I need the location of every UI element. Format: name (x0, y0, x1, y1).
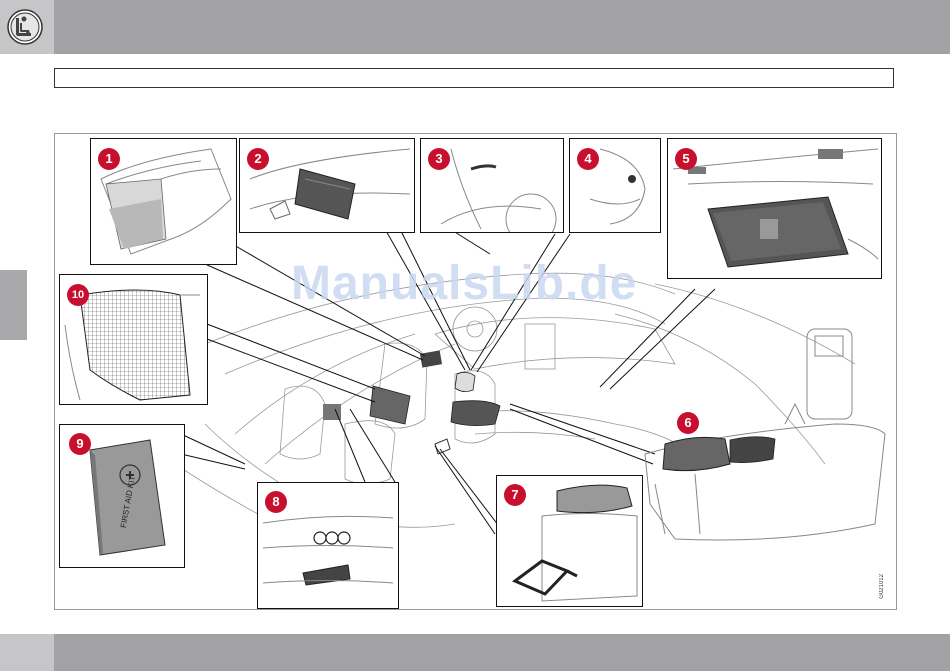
callout-8: 8 (265, 491, 287, 513)
chapter-icon-area (0, 0, 54, 54)
callout-2: 2 (247, 148, 269, 170)
inset-9-first-aid-kit: FIRST AID KIT 9 (59, 424, 185, 568)
callout-9: 9 (69, 433, 91, 455)
watermark-text: ManualsLib.de (291, 256, 637, 311)
callout-4: 4 (577, 148, 599, 170)
inset-10-net-pocket: 10 (59, 274, 208, 405)
inset-4-bag-hook: 4 (569, 138, 661, 233)
top-bar (0, 0, 950, 54)
inset-5-glovebox: 5 (667, 138, 882, 279)
figure-code: G021012 (879, 574, 885, 599)
footer-left-block (0, 634, 54, 671)
callout-5: 5 (675, 148, 697, 170)
callout-10: 10 (67, 284, 89, 306)
callout-7: 7 (504, 484, 526, 506)
inset-7-armrest-storage: 7 (496, 475, 643, 607)
interior-storage-figure: ManualsLib.de 1 2 3 (54, 133, 897, 610)
center-console-drawing (635, 324, 895, 554)
inset-1-door-pocket: 1 (90, 138, 237, 265)
callout-3: 3 (428, 148, 450, 170)
chapter-side-tab[interactable] (0, 270, 27, 340)
inset-8-cup-holders: 8 (257, 482, 399, 609)
section-title-box (54, 68, 894, 88)
inset-3-ticket-holder: 3 (420, 138, 564, 233)
bottom-bar (54, 634, 950, 671)
seat-person-icon (7, 9, 43, 45)
callout-1: 1 (98, 148, 120, 170)
callout-6: 6 (677, 412, 699, 434)
inset-2-seat-pocket: 2 (239, 138, 415, 233)
